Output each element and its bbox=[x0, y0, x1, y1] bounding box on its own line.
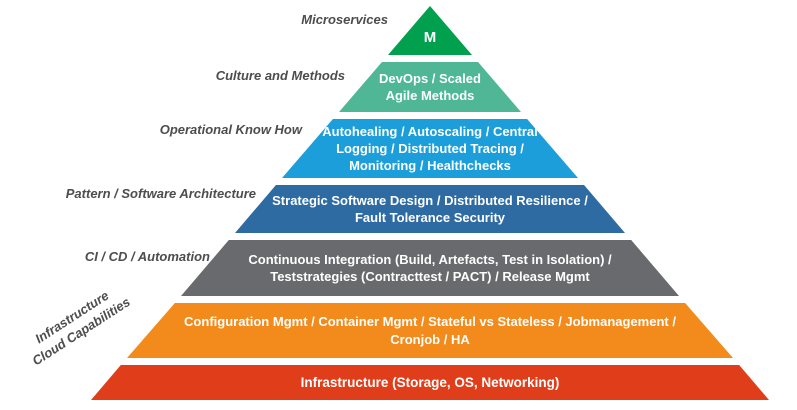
layer-text-operational-know-how: Autohealing / Autoscaling / Central Logg… bbox=[322, 123, 538, 174]
layer-text-infrastructure: Infrastructure (Storage, OS, Networking) bbox=[300, 374, 560, 390]
side-label-ci-cd-automation: CI / CD / Automation bbox=[84, 249, 210, 264]
side-label-infrastructure-line1: Infrastructure bbox=[32, 287, 112, 347]
side-label-operational-know-how: Operational Know How bbox=[159, 122, 302, 137]
layer-text-cloud-capabilities: Configuration Mgmt / Container Mgmt / St… bbox=[184, 314, 676, 347]
pyramid-layer-infrastructure: Infrastructure (Storage, OS, Networking) bbox=[91, 365, 769, 400]
side-label-microservices: Microservices bbox=[301, 12, 388, 27]
pyramid-layer-microservices-apex: M bbox=[388, 6, 472, 55]
layer-text-culture-methods: DevOps / Scaled Agile Methods bbox=[379, 70, 481, 103]
pyramid-layer-cloud-capabilities: Configuration Mgmt / Container Mgmt / St… bbox=[127, 303, 733, 358]
side-label-pattern-software-architecture: Pattern / Software Architecture bbox=[65, 186, 256, 201]
pyramid-layer-operational-know-how: Autohealing / Autoscaling / Central Logg… bbox=[282, 119, 578, 178]
pyramid-layer-software-architecture: Strategic Software Design / Distributed … bbox=[235, 185, 625, 233]
layer-text-ci-cd-automation: Continuous Integration (Build, Artefacts… bbox=[248, 251, 612, 284]
layer-text-microservices: M bbox=[423, 28, 437, 46]
layer-text-software-architecture: Strategic Software Design / Distributed … bbox=[272, 192, 588, 225]
pyramid-layer-ci-cd-automation: Continuous Integration (Build, Artefacts… bbox=[181, 240, 679, 296]
pyramid-layer-culture-methods: DevOps / Scaled Agile Methods bbox=[339, 62, 521, 112]
side-label-culture-and-methods: Culture and Methods bbox=[215, 68, 345, 83]
side-label-infrastructure-cloud-capabilities: Infrastructure Cloud Capabilities bbox=[5, 270, 149, 380]
